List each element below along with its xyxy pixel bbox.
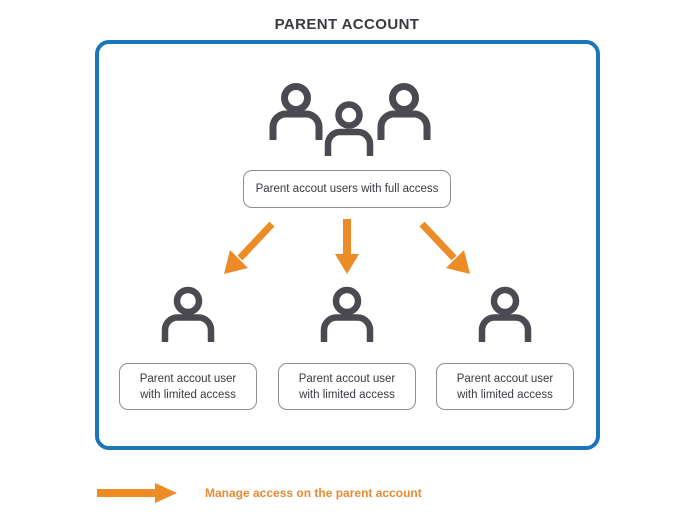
page-title: PARENT ACCOUNT (274, 16, 420, 33)
legend: Manage access on the parent account (95, 480, 422, 506)
person-icon-left (269, 83, 323, 140)
legend-label: Manage access on the parent account (205, 486, 422, 500)
full-access-users-icon-group (265, 82, 435, 156)
person-icon (161, 286, 215, 342)
person-icon-right (377, 83, 431, 140)
arrow-right-icon (97, 483, 177, 503)
person-icon (320, 286, 374, 342)
full-access-label-box: Parent accout users with full access (243, 170, 451, 208)
person-icon (478, 286, 532, 342)
person-icon-center (324, 101, 374, 156)
